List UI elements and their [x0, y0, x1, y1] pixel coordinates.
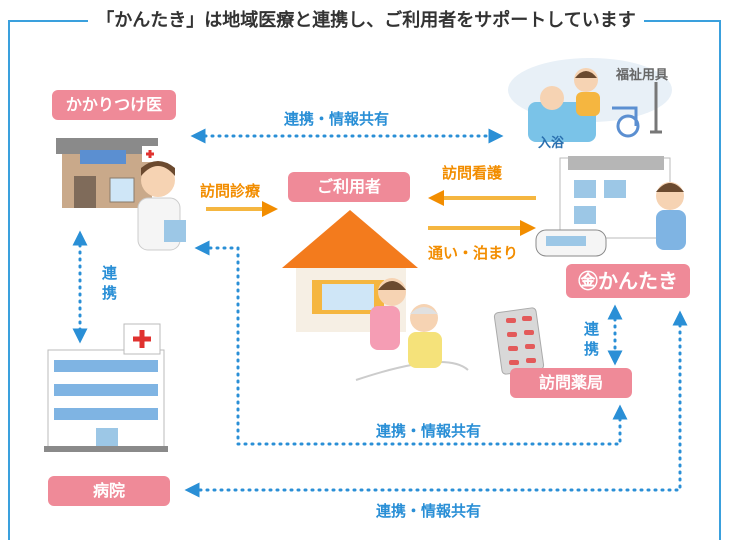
- bath-label: 入浴: [538, 136, 565, 151]
- node-pharmacy: 訪問薬局: [510, 368, 632, 398]
- node-kantaki-label: かんたき: [598, 269, 678, 293]
- welfare-label: 福祉用具: [616, 68, 669, 83]
- kantaki-logo-icon: ㊎: [578, 269, 598, 293]
- label-pharmacy-doctor: 連携・情報共有: [376, 422, 482, 440]
- link-hospital-kantaki: [184, 310, 688, 498]
- label-kantaki-pharmacy-1: 連: [584, 320, 600, 338]
- label-kantaki-pharmacy-2: 携: [584, 340, 600, 358]
- diagram-graphics: [44, 58, 688, 498]
- diagram-title: 「かんたき」は地域医療と連携し、ご利用者をサポートしています: [88, 10, 644, 31]
- label-hospital-kantaki: 連携・情報共有: [376, 502, 482, 520]
- label-doctor-hospital-1: 連: [102, 264, 118, 282]
- hospital-illustration: [44, 323, 168, 452]
- label-day-stay: 通い・泊まり: [428, 244, 519, 262]
- doctor-illustration: [137, 161, 186, 251]
- node-family-doctor: かかりつけ医: [52, 90, 176, 120]
- bath-illustration: [508, 58, 672, 142]
- clinic-illustration: [56, 138, 158, 208]
- node-user: ご利用者: [288, 172, 410, 202]
- label-doctor-hospital-2: 携: [102, 284, 118, 302]
- medicine-illustration: [493, 307, 545, 375]
- node-kantaki: ㊎かんたき: [566, 264, 690, 298]
- kantaki-facility-illustration: [535, 156, 686, 257]
- label-doctor-kantaki: 連携・情報共有: [284, 110, 390, 128]
- node-hospital: 病院: [48, 476, 170, 506]
- label-home-visit-nursing: 訪問看護: [442, 164, 503, 182]
- label-home-visit-medical: 訪問診療: [200, 182, 261, 200]
